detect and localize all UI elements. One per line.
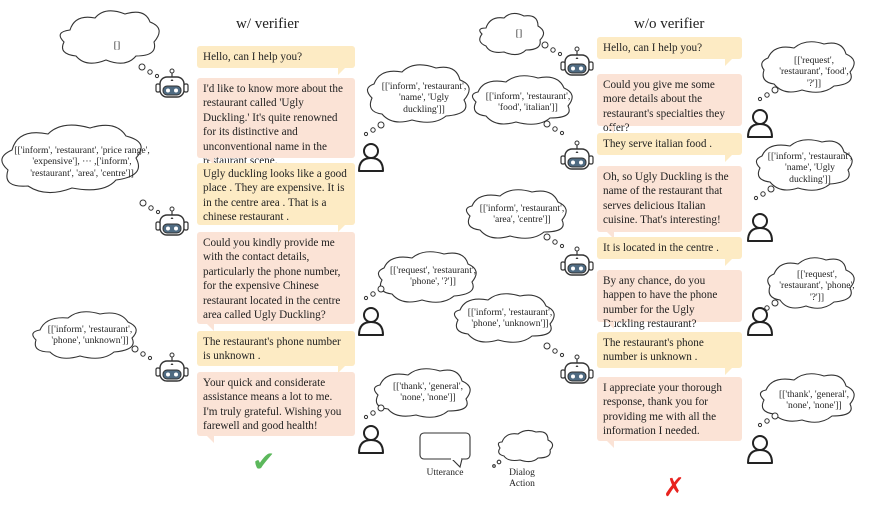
dialog-action-text: [['inform', 'restaurant', 'phone', 'unkn… [47, 323, 133, 347]
robot-icon [560, 140, 594, 170]
user-icon [747, 307, 773, 336]
dialog-action-text: [['inform', 'restaurant', 'area', 'centr… [479, 202, 565, 226]
cloud-shape [32, 311, 137, 359]
cloud-shape [59, 10, 160, 64]
dialog-action-text: [['request', 'restaurant', 'phone', '?']… [779, 268, 855, 303]
left-column-title: w/ verifier [236, 16, 299, 32]
robot-icon [560, 46, 594, 76]
system-utterance: The restaurant's phone number is unknown… [197, 331, 355, 373]
cloud-shape [373, 368, 471, 418]
system-utterance: The restaurant's phone number is unknown… [597, 332, 742, 375]
user-utterance: I appreciate your thorough response, tha… [597, 377, 742, 448]
dialog-action-text: [['thank', 'general', 'none', 'none']] [778, 388, 850, 412]
dialog-action-text: [['inform', 'restaurant', 'name', 'Ugly … [381, 80, 467, 115]
legend-utterance-label: Utterance [426, 468, 464, 478]
cloud-shape [761, 41, 855, 93]
dialog-action-text: [['inform', 'restaurant', 'name', 'Ugly … [767, 150, 853, 185]
user-icon [747, 109, 773, 138]
dialog-action-text: [['request', 'restaurant', 'phone', '?']… [389, 264, 477, 288]
system-utterance: Hello, can I help you? [197, 46, 355, 75]
dialog-action-text: [['request', 'restaurant', 'food', '?']] [779, 54, 849, 89]
user-icon [747, 435, 773, 464]
dialog-action-text: [] [113, 40, 121, 52]
user-icon [358, 425, 384, 454]
cross-mark-icon: ✗ [663, 473, 685, 503]
cloud-shape [465, 189, 567, 239]
right-column-title: w/o verifier [634, 16, 705, 32]
legend-dialog-action-label: Dialog Action [509, 468, 535, 489]
dialog-action-text: [['thank', 'general', 'none', 'none']] [392, 380, 464, 404]
dialog-action-text: [['inform', 'restaurant', 'food', 'itali… [485, 90, 571, 114]
user-utterance: I'd like to know more about the restaura… [197, 78, 355, 167]
robot-icon [155, 206, 189, 236]
cloud-shape [1, 124, 142, 194]
system-utterance: Ugly duckling looks like a good place . … [197, 163, 355, 232]
user-utterance: By any chance, do you happen to have the… [597, 270, 742, 330]
system-utterance: Hello, can I help you? [597, 37, 742, 66]
cloud-shape [755, 139, 853, 191]
user-utterance: Your quick and considerate assistance me… [197, 372, 355, 443]
dialog-action-text: [['inform', 'restaurant', 'phone', 'unkn… [467, 306, 553, 330]
legend-dialog-action-icon [492, 429, 554, 468]
robot-icon [155, 352, 189, 382]
user-icon [358, 307, 384, 336]
user-utterance: Oh, so Ugly Duckling is the name of the … [597, 166, 742, 239]
cloud-shape [767, 257, 855, 309]
robot-icon [560, 354, 594, 384]
cloud-shape [479, 12, 545, 56]
robot-icon [560, 246, 594, 276]
user-utterance: Could you give me some more details abou… [597, 74, 742, 134]
robot-icon [155, 68, 189, 98]
dialog-action-text: [] [515, 28, 523, 40]
check-mark-icon: ✔ [252, 445, 276, 478]
user-utterance: Could you kindly provide me with the con… [197, 232, 355, 331]
dialog-action-text: [['inform', 'restaurant', 'price range',… [14, 144, 150, 179]
legend-utterance-icon [419, 432, 471, 469]
cloud-shape [366, 64, 470, 123]
system-utterance: It is located in the centre . [597, 237, 742, 266]
cloud-shape [453, 293, 555, 343]
user-icon [747, 213, 773, 242]
cloud-shape [471, 75, 573, 125]
user-icon [358, 143, 384, 172]
cloud-shape [759, 373, 855, 423]
system-utterance: They serve italian food . [597, 133, 742, 162]
